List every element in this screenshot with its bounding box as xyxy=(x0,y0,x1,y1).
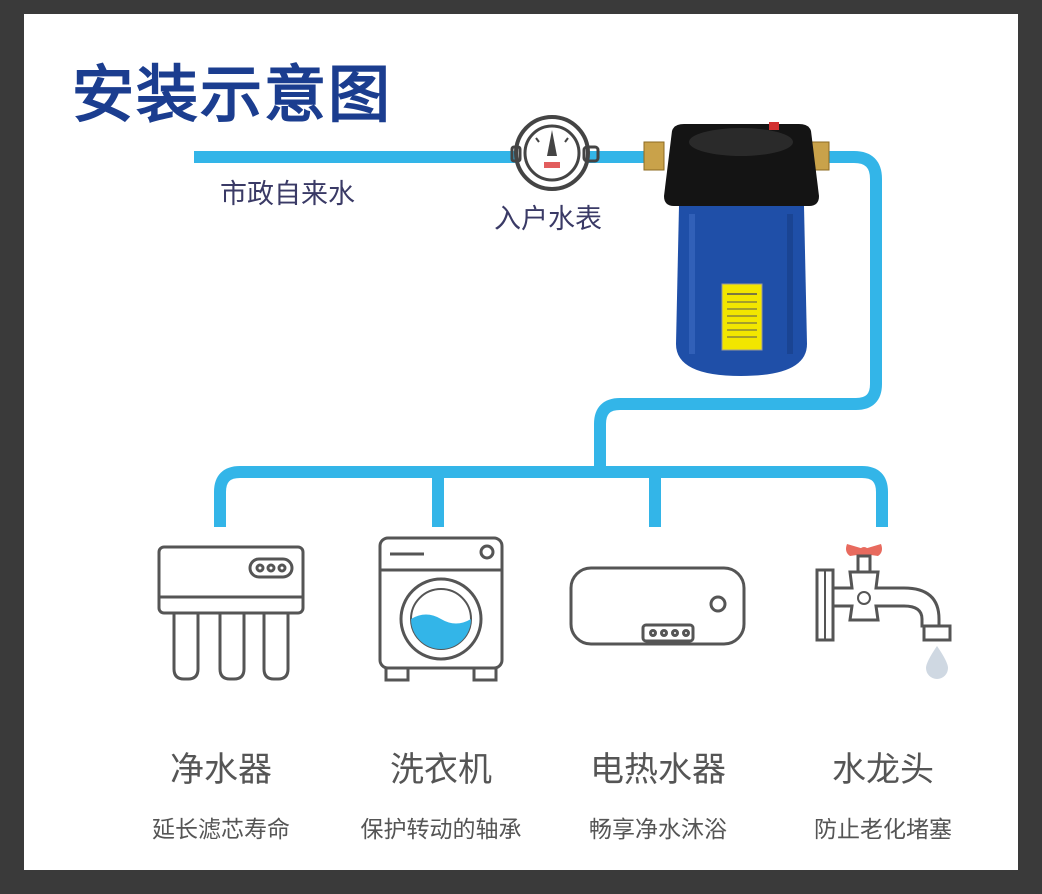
appliance-desc-faucet: 防止老化堵塞 xyxy=(814,817,952,843)
water-heater-icon xyxy=(569,566,746,646)
pre-filter-icon xyxy=(643,122,830,376)
appliance-desc-heater: 畅享净水沐浴 xyxy=(589,817,727,843)
pipe-diagram xyxy=(157,115,952,682)
appliance-desc-washer: 保护转动的轴承 xyxy=(360,817,522,843)
faucet-icon xyxy=(815,544,952,679)
source-label: 市政自来水 xyxy=(220,179,355,210)
appliance-name-purifier: 净水器 xyxy=(170,750,272,790)
water-purifier-icon xyxy=(157,545,305,681)
water-meter-icon xyxy=(510,115,600,191)
filter-outlet-pipe xyxy=(594,151,882,472)
washing-machine-icon xyxy=(378,536,504,682)
appliance-desc-purifier: 延长滤芯寿命 xyxy=(152,817,290,843)
diagram-title: 安装示意图 xyxy=(72,58,393,131)
appliance-name-faucet: 水龙头 xyxy=(832,750,934,790)
appliance-name-washer: 洗衣机 xyxy=(390,750,492,790)
appliance-name-heater: 电热水器 xyxy=(590,750,726,790)
water-pipes xyxy=(194,151,888,527)
distribution-pipe xyxy=(214,466,888,527)
meter-label: 入户水表 xyxy=(494,204,602,235)
installation-diagram: 安装示意图 xyxy=(24,14,1018,870)
